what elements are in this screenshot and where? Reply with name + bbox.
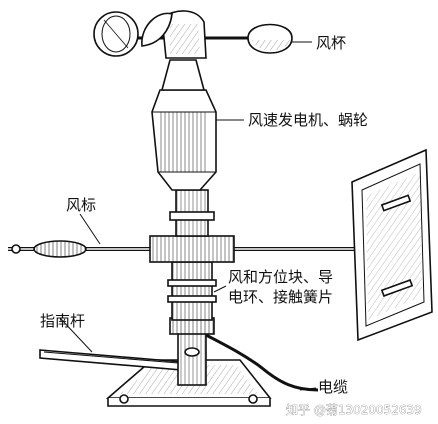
label-cable: 电缆 [318, 378, 348, 396]
mast-middle [169, 189, 215, 237]
cup-right [247, 23, 293, 54]
mast-lower [169, 317, 215, 386]
cup-left [93, 11, 139, 57]
cup-center [141, 12, 173, 47]
leader-lines [59, 41, 317, 391]
label-brushes-line2: 电环、接触簧片 [228, 288, 333, 306]
generator-housing [151, 89, 217, 191]
label-wind-vane: 风标 [66, 196, 96, 214]
electric-cable [205, 333, 319, 392]
wind-cup-assembly [93, 10, 293, 91]
watermark: 知乎 @菊13020052639 [286, 403, 422, 417]
slip-ring-section [167, 261, 217, 321]
label-wind-cups: 风杯 [316, 34, 346, 52]
north-pointing-rod [39, 349, 183, 371]
vane-arm [8, 235, 360, 263]
label-generator: 风速发电机、蜗轮 [248, 111, 368, 129]
label-brushes-line1: 风和方位块、导 [228, 268, 333, 286]
label-north-rod: 指南杆 [40, 312, 85, 330]
wind-vane-fin [351, 148, 433, 342]
